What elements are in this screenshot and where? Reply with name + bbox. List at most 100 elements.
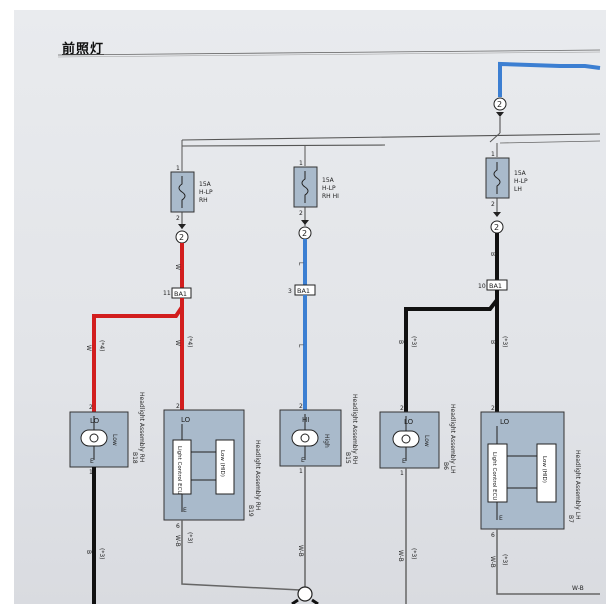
label-w-right: W xyxy=(174,340,181,346)
label-b-b18-note: (*3) xyxy=(98,548,105,560)
label-wb-b19: W-B xyxy=(174,535,181,547)
fuse-rh: 1 15A H-LP RH 2 xyxy=(170,165,213,222)
ba1-lh: 10 BA1 xyxy=(478,279,508,291)
connector-fuse-lh-num: 2 xyxy=(494,223,499,232)
ground-junction-wire xyxy=(291,598,319,604)
b7-name: Headlight Assembly LH xyxy=(574,450,581,520)
connector-fuse-rh-num: 2 xyxy=(179,233,184,242)
component-b15: 2 HI High E 1 B15 Headlight Assembly RH xyxy=(279,394,358,475)
b19-pin-bottom: 6 xyxy=(176,523,180,530)
b18-code: B18 xyxy=(131,452,138,464)
label-wb-b6-note: (*3) xyxy=(410,548,417,560)
b15-pin-top: 2 xyxy=(299,403,303,410)
label-wb-b7: W-B xyxy=(489,556,496,568)
component-b19: 2 LO Light Control ECU Low (HID) E 6 B19… xyxy=(163,403,261,530)
label-b-right-note: (*3) xyxy=(501,336,508,348)
ba1-rh-pin: 11 xyxy=(163,290,171,297)
ba1-rh-hi-pin: 3 xyxy=(288,288,292,295)
diagram-title: 前照灯 xyxy=(62,42,105,57)
ba1-rh: 11 BA1 xyxy=(163,287,192,299)
label-b-right: B xyxy=(489,340,496,344)
title-rule-second xyxy=(57,51,601,58)
b15-name: Headlight Assembly RH xyxy=(351,394,358,464)
fuse-rh-hi-name: H-LP xyxy=(322,185,336,192)
b6-pin-bottom: 1 xyxy=(400,470,404,477)
wire-black-branch-left xyxy=(404,290,499,412)
fuse-lh-arrow xyxy=(493,212,501,217)
b18-name: Headlight Assembly RH xyxy=(138,392,145,462)
label-b-b18: B xyxy=(85,550,92,554)
b7-mode: Low (HID) xyxy=(541,456,547,483)
label-wb-b19-note: (*3) xyxy=(186,532,193,544)
connector-fuse-rh-hi-num: 2 xyxy=(302,229,307,238)
b6-beam-label: LO xyxy=(404,418,414,426)
fuse-rh-hi-pin-top: 1 xyxy=(299,160,303,167)
fuse-rh-hi-arrow xyxy=(301,220,309,225)
bus-line-lower xyxy=(181,144,386,147)
b6-code: B6 xyxy=(442,462,449,470)
bus-line-upper xyxy=(181,133,601,141)
b7-ground: E xyxy=(499,515,503,522)
fuse-lh-pin-bottom: 2 xyxy=(491,201,495,208)
component-b6: 2 LO Low E 1 B6 Headlight Assembly LH xyxy=(379,404,456,477)
b19-pin-top: 2 xyxy=(176,403,180,410)
label-w-upper: W xyxy=(174,264,181,270)
fuse-rh-rating: 15A xyxy=(199,181,212,188)
component-b7: 2 LO Light Control ECU Low (HID) E 6 B7 … xyxy=(480,405,581,539)
b15-beam-label: HI xyxy=(302,416,309,424)
b18-pin-bottom: 1 xyxy=(89,469,93,476)
fuse-rh-hi: 1 15A H-LP RH HI 2 xyxy=(293,160,339,217)
label-b-left-note: (*3) xyxy=(410,336,417,348)
connector-top-right-arrow xyxy=(496,112,504,117)
fuse-lh-name: H-LP xyxy=(514,178,528,185)
label-w-left: W xyxy=(85,345,92,351)
b6-ground: E xyxy=(402,458,406,465)
b6-pin-top: 2 xyxy=(400,405,404,412)
label-w-right-note: (*4) xyxy=(186,336,193,348)
bus-line-right xyxy=(489,132,501,143)
label-wb-b7-horizontal: W-B xyxy=(572,585,584,592)
b7-pin-top: 2 xyxy=(491,405,495,412)
label-b-left: B xyxy=(397,340,404,344)
b19-ecu: Light Control ECU xyxy=(176,446,182,494)
fuse-rh-name: H-LP xyxy=(199,189,213,196)
wire-b7-ground xyxy=(496,529,600,595)
b15-code: B15 xyxy=(344,452,351,464)
label-b-upper: B xyxy=(489,252,496,256)
fuse-lh-rating: 15A xyxy=(514,170,527,177)
title-rule xyxy=(57,49,601,56)
bus-line-right-long xyxy=(499,140,601,144)
component-b18: 2 LO Low E 1 B18 Headlight Assembly RH xyxy=(69,392,145,476)
b15-mode: High xyxy=(323,434,330,448)
b19-ground: E xyxy=(183,507,187,514)
b18-beam-label: LO xyxy=(90,417,100,425)
label-l-mid: L xyxy=(297,344,304,348)
fuse-lh: 1 15A H-LP LH 2 xyxy=(485,151,528,208)
b19-code: B19 xyxy=(247,505,254,517)
label-wb-b15: W-B xyxy=(297,545,304,557)
b18-pin-top: 2 xyxy=(89,404,93,411)
fuse-rh-pin-top: 1 xyxy=(176,165,180,172)
ba1-rh-hi: 3 BA1 xyxy=(288,284,316,296)
fuse-lh-pin-top: 1 xyxy=(491,151,495,158)
wire-red-branch-left xyxy=(92,298,184,412)
fuse-rh-pin-bottom: 2 xyxy=(176,215,180,222)
label-w-left-note: (*4) xyxy=(98,340,105,352)
b7-ecu: Light Control ECU xyxy=(491,452,497,500)
ba1-lh-pin: 10 xyxy=(478,283,486,290)
fuse-lh-side: LH xyxy=(514,186,522,193)
fuse-rh-arrow xyxy=(178,224,186,229)
b19-name: Headlight Assembly RH xyxy=(254,440,261,510)
b15-pin-bottom: 1 xyxy=(299,468,303,475)
b6-mode: Low xyxy=(423,435,430,447)
fuse-rh-side: RH xyxy=(199,197,208,204)
b15-ground: E xyxy=(301,457,305,464)
connector-top-right-num: 2 xyxy=(497,100,502,109)
b7-beam-label: LO xyxy=(500,418,510,426)
connector-top-right xyxy=(493,97,507,111)
label-wb-b7-note: (*3) xyxy=(501,554,508,566)
wire-b19-ground xyxy=(181,520,301,591)
fuse-rh-hi-side: RH HI xyxy=(322,193,339,200)
